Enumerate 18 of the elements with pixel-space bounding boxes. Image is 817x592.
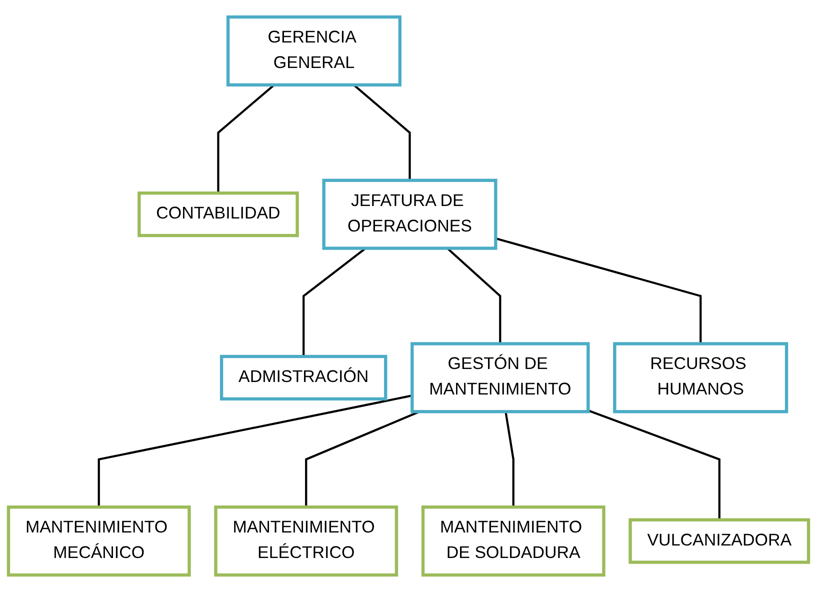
node-box: CONTABILIDAD bbox=[138, 192, 299, 238]
connector bbox=[446, 247, 502, 344]
connector bbox=[98, 394, 412, 508]
connector bbox=[353, 84, 411, 180]
node-box: GESTÓN DE MANTENIMIENTO bbox=[410, 342, 590, 414]
node-box: MANTENIMIENTO ELÉCTRICO bbox=[214, 506, 398, 577]
connector bbox=[588, 409, 720, 520]
node-box: VULCANIZADORA bbox=[628, 518, 810, 564]
connector bbox=[302, 247, 366, 356]
connector bbox=[217, 84, 275, 194]
node-box: ADMISTRACIÓN bbox=[220, 354, 388, 400]
node-box: RECURSOS HUMANOS bbox=[613, 342, 788, 414]
connector bbox=[504, 411, 514, 508]
node-box: MANTENIMIENTO MECÁNICO bbox=[6, 506, 191, 577]
node-box: JEFATURA DE OPERACIONES bbox=[322, 178, 498, 250]
node-box: MANTENIMIENTO DE SOLDADURA bbox=[421, 506, 606, 577]
node-box: GERENCIA GENERAL bbox=[226, 15, 402, 86]
connector bbox=[495, 237, 702, 344]
